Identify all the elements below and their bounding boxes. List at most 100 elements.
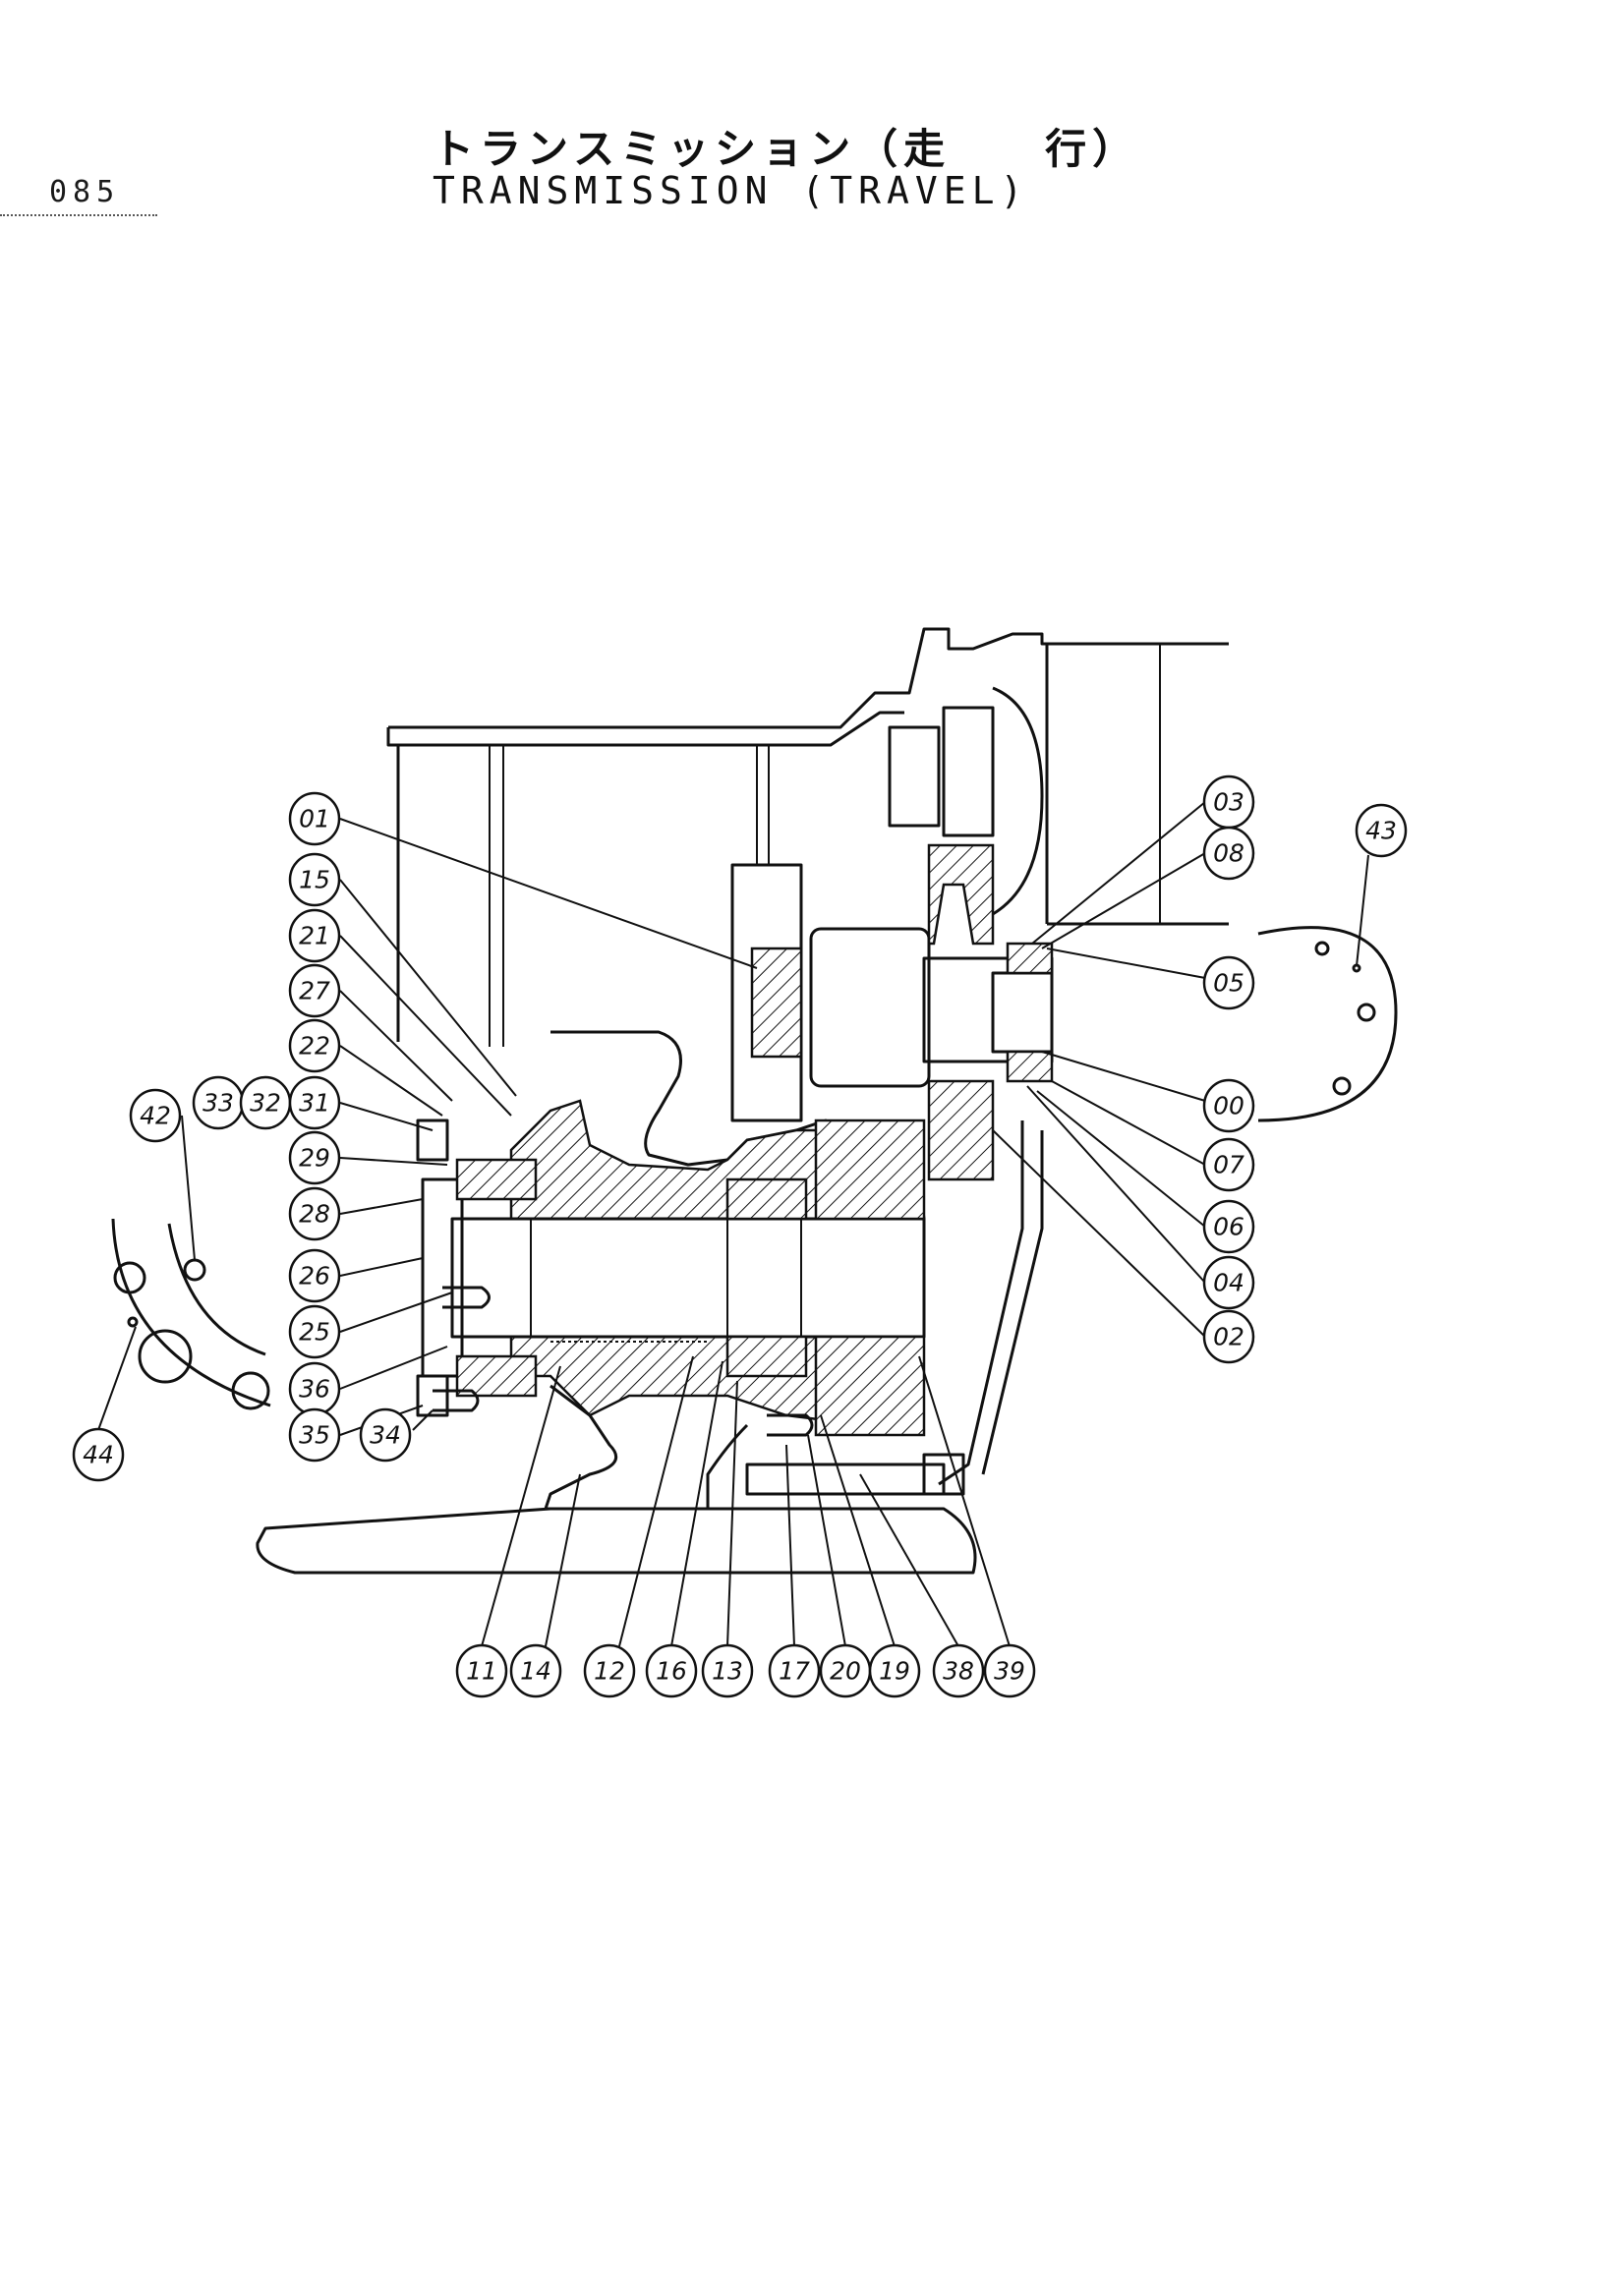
bottom-block-right — [922, 1453, 965, 1496]
callout-label: 16 — [656, 1657, 687, 1686]
callout-17: 17 — [768, 1643, 821, 1698]
callout-label: 03 — [1213, 788, 1244, 817]
callout-label: 34 — [370, 1421, 401, 1450]
callout-06: 06 — [1202, 1199, 1255, 1254]
callout-label: 42 — [140, 1102, 171, 1130]
callout-circle — [288, 1130, 341, 1185]
callout-08: 08 — [1202, 826, 1255, 881]
right-cover-hole-2 — [1357, 1003, 1376, 1022]
callout-label: 04 — [1213, 1269, 1244, 1297]
callout-circle — [1202, 1078, 1255, 1133]
gear-teeth-upper — [927, 843, 995, 946]
callout-label: 08 — [1213, 839, 1244, 868]
left-bolt — [442, 1286, 491, 1309]
callout-22: 22 — [288, 1018, 341, 1073]
callout-label: 14 — [520, 1657, 551, 1686]
callout-label: 12 — [594, 1657, 625, 1686]
callout-12: 12 — [583, 1643, 636, 1698]
callout-16: 16 — [645, 1643, 698, 1698]
callout-44: 44 — [72, 1427, 125, 1482]
callout-label: 02 — [1213, 1323, 1244, 1351]
callout-label: 39 — [994, 1657, 1025, 1686]
callout-circle — [72, 1427, 125, 1482]
right-cover-arc — [1257, 926, 1398, 1122]
callout-20: 20 — [819, 1643, 872, 1698]
callout-circle — [1202, 826, 1255, 881]
callout-label: 29 — [299, 1144, 330, 1173]
callout-26: 26 — [288, 1248, 341, 1303]
cover-detail-hole-3 — [231, 1371, 270, 1410]
callout-label: 43 — [1365, 817, 1397, 845]
right-cover-hole-3 — [1332, 1076, 1352, 1096]
callout-label: 32 — [250, 1089, 281, 1118]
cover-detail-hole-1 — [113, 1261, 146, 1294]
right-housing-hatch-lower — [814, 1335, 926, 1437]
callout-circle — [1202, 955, 1255, 1010]
callout-circle — [983, 1643, 1036, 1698]
callout-label: 20 — [830, 1657, 861, 1686]
callout-label: 25 — [299, 1318, 330, 1347]
callout-11: 11 — [455, 1643, 508, 1698]
hub-casting-bottom — [544, 1384, 749, 1511]
callout-circle — [288, 852, 341, 907]
right-bolt — [767, 1413, 814, 1437]
callout-02: 02 — [1202, 1309, 1255, 1364]
left-bolt-bottom — [433, 1389, 480, 1412]
housing-frame-top — [386, 627, 1229, 747]
callout-label: 27 — [299, 977, 330, 1005]
callout-00: 00 — [1202, 1078, 1255, 1133]
main-shaft — [450, 1217, 926, 1339]
callout-circle — [288, 963, 341, 1018]
callout-28: 28 — [288, 1186, 341, 1241]
callout-circle — [932, 1643, 985, 1698]
callout-circle — [288, 1304, 341, 1359]
callout-label: 15 — [299, 866, 330, 894]
callout-32: 32 — [239, 1075, 292, 1130]
right-bearing-lower — [725, 1335, 808, 1378]
right-housing-hatch — [814, 1119, 926, 1221]
left-cover — [421, 1177, 464, 1378]
callout-circle — [1202, 1137, 1255, 1192]
callout-label: 21 — [299, 922, 330, 950]
callout-label: 31 — [299, 1089, 330, 1118]
callout-circle — [701, 1643, 754, 1698]
callout-35: 35 — [288, 1407, 341, 1463]
callout-circle — [288, 791, 341, 846]
callout-label: 35 — [299, 1421, 330, 1450]
callout-label: 06 — [1213, 1213, 1244, 1241]
page-number: 085 — [49, 175, 121, 209]
callout-01: 01 — [288, 791, 341, 846]
cover-detail-dot — [127, 1316, 139, 1328]
top-bearing-cage — [888, 725, 941, 828]
callout-label: 05 — [1213, 969, 1244, 998]
callout-label: 44 — [83, 1441, 114, 1469]
left-flange-top — [416, 1119, 449, 1162]
callout-circle — [868, 1643, 921, 1698]
title-english: TRANSMISSION (TRAVEL) — [433, 169, 1029, 212]
upper-bearing-right — [1006, 942, 1054, 975]
cover-detail-arc-inner — [167, 1223, 266, 1356]
callout-label: 26 — [299, 1262, 330, 1291]
right-cover-hole-1 — [1314, 941, 1330, 956]
callout-29: 29 — [288, 1130, 341, 1185]
callout-circle — [455, 1643, 508, 1698]
callout-label: 00 — [1213, 1092, 1244, 1120]
page-number-underline — [0, 214, 157, 216]
upper-bearing — [750, 947, 803, 1059]
callout-circle — [359, 1407, 412, 1463]
callout-circle — [768, 1643, 821, 1698]
callout-circle — [1355, 803, 1408, 858]
callout-03: 03 — [1202, 775, 1255, 830]
callout-34: 34 — [359, 1407, 412, 1463]
upper-shaft-end — [991, 971, 1054, 1054]
callout-label: 19 — [879, 1657, 910, 1686]
callout-07: 07 — [1202, 1137, 1255, 1192]
callout-42: 42 — [129, 1088, 182, 1143]
callout-circle — [1202, 1255, 1255, 1310]
callout-15: 15 — [288, 852, 341, 907]
callout-13: 13 — [701, 1643, 754, 1698]
callout-circle — [288, 1248, 341, 1303]
callout-label: 01 — [299, 805, 330, 833]
callout-circle — [288, 908, 341, 963]
